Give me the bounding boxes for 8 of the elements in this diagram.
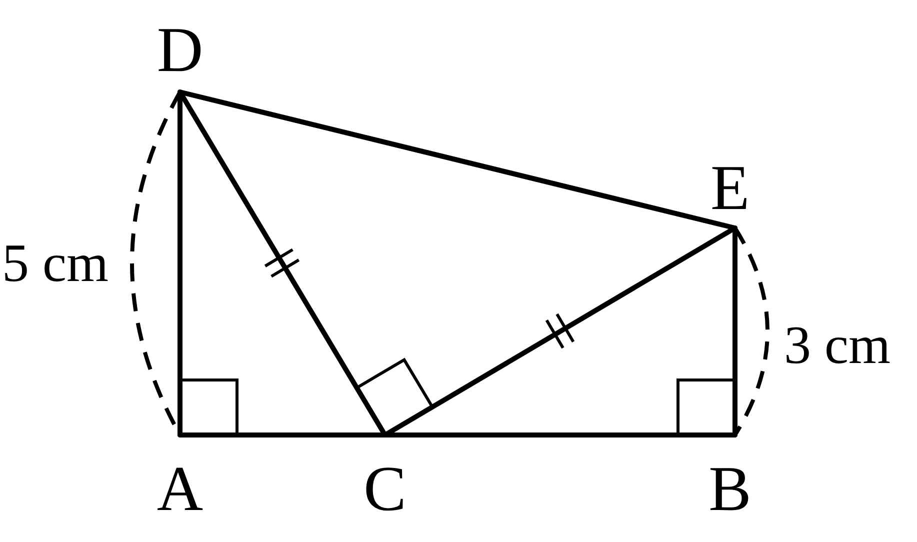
vertex-label: E [710, 156, 750, 220]
vertex-label: B [708, 457, 752, 521]
length-label: 5 cm [2, 236, 108, 290]
vertex-label: C [364, 457, 406, 521]
vertex-label: D [156, 18, 204, 82]
line-segment [732, 226, 738, 438]
length-label: 3 cm [784, 318, 890, 372]
vertex-label: A [156, 457, 204, 521]
